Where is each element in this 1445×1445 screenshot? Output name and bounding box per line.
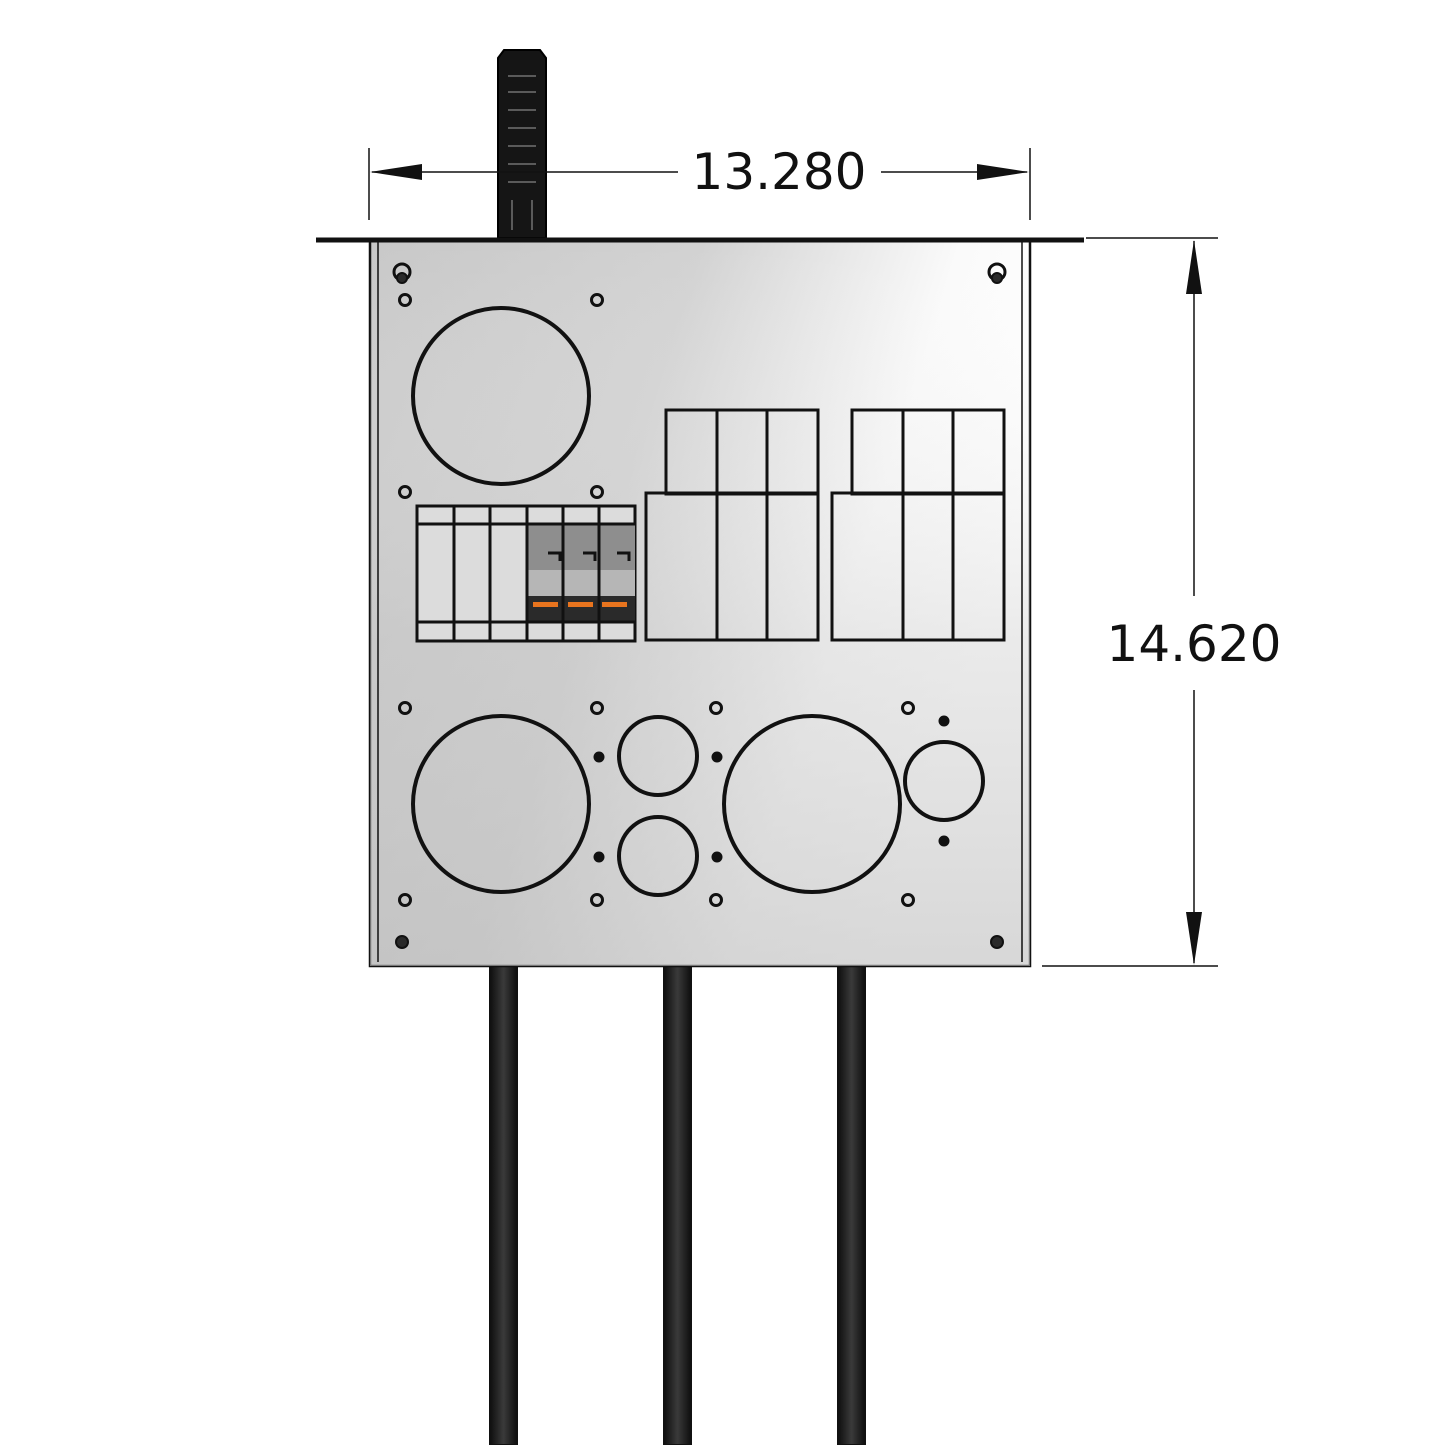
- arrow-up-icon: [1186, 240, 1202, 294]
- knockout-small-upper: [617, 715, 699, 797]
- arrow-left-icon: [370, 164, 422, 180]
- cable-left: [489, 965, 518, 1445]
- top-connector: [497, 49, 547, 239]
- width-dimension: 13.280: [368, 143, 1031, 220]
- keyhole-top-left: [392, 262, 412, 284]
- keyhole-top-right: [987, 262, 1007, 284]
- screw-holes: [398, 293, 950, 907]
- terminal-block-right: [830, 408, 1006, 642]
- knockout-top-left: [411, 306, 591, 486]
- height-label: 14.620: [1107, 615, 1282, 673]
- breaker-orange-tabs: [533, 602, 627, 607]
- bottom-cables: [489, 965, 866, 1445]
- height-dimension: 14.620: [1042, 237, 1282, 967]
- cable-right: [837, 965, 866, 1445]
- knockout-bottom-right: [722, 714, 902, 894]
- terminal-block-middle: [644, 408, 820, 642]
- knockout-small-lower: [617, 815, 699, 897]
- arrow-down-icon: [1186, 912, 1202, 965]
- breaker-module: [415, 504, 637, 643]
- cable-middle: [663, 965, 692, 1445]
- width-label: 13.280: [692, 143, 867, 201]
- knockout-bottom-left: [411, 714, 591, 894]
- arrow-right-icon: [977, 164, 1029, 180]
- knockout-small-right: [903, 740, 985, 822]
- keyhole-bottom-left: [395, 935, 409, 949]
- enclosure-panel: [316, 237, 1084, 968]
- keyhole-bottom-right: [990, 935, 1004, 949]
- keyhole-slots: [392, 262, 1007, 949]
- knockouts: [411, 306, 985, 897]
